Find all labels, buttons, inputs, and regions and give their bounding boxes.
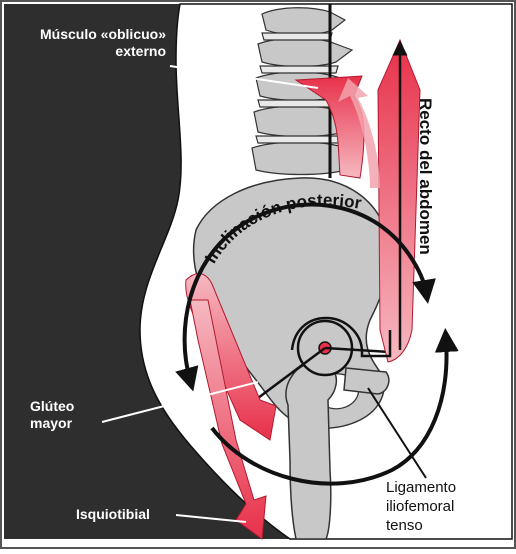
label-gluteo-line2: mayor xyxy=(30,415,74,432)
label-isquiotibial: Isquiotibial xyxy=(76,506,150,523)
disc xyxy=(262,33,332,40)
label-ligamento-iliofemoral: Ligamento iliofemoral tenso xyxy=(386,478,456,535)
femur xyxy=(286,362,336,539)
disc xyxy=(256,136,346,143)
label-musculo-oblicuo: Músculo «oblicuo» externo xyxy=(8,26,166,60)
iliofemoral-ligament xyxy=(344,368,389,394)
label-ligamento-line1: Ligamento xyxy=(386,478,456,497)
label-recto-abdomen: Recto del abdomen xyxy=(416,98,435,255)
label-gluteo-line1: Glúteo xyxy=(30,398,74,415)
label-gluteo-mayor: Glúteo mayor xyxy=(30,398,74,432)
label-musculo-oblicuo-line2: externo xyxy=(8,43,166,60)
disc xyxy=(260,66,338,73)
label-ligamento-line3: tenso xyxy=(386,516,456,535)
label-musculo-oblicuo-line1: Músculo «oblicuo» xyxy=(8,26,166,43)
label-ligamento-line2: iliofemoral xyxy=(386,497,456,516)
